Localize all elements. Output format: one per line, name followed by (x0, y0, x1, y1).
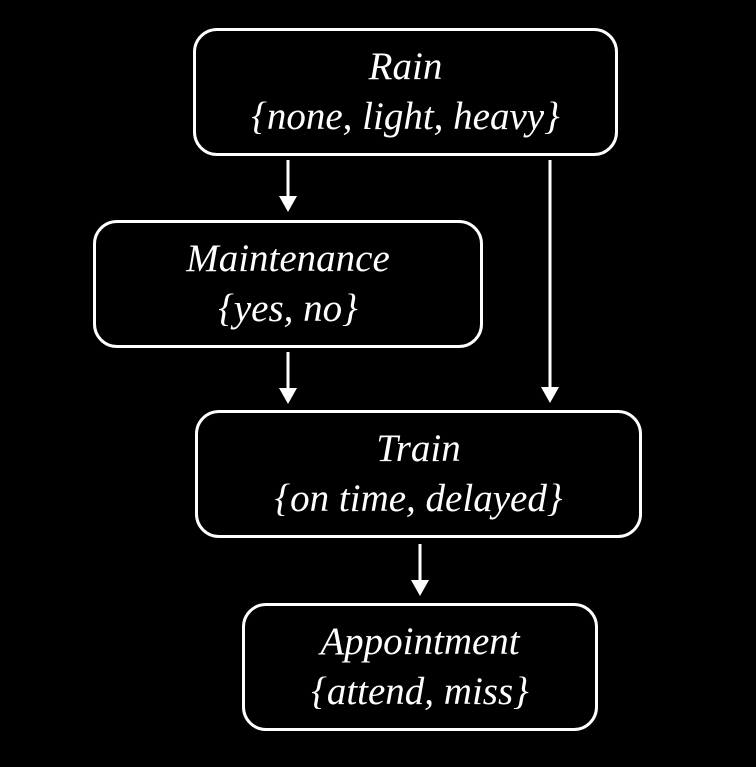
node-appointment-name: Appointment (320, 620, 520, 663)
node-train-values: {on time, delayed} (274, 477, 563, 520)
node-maintenance-name: Maintenance (186, 237, 390, 280)
node-rain: Rain {none, light, heavy} (193, 28, 618, 156)
node-rain-name: Rain (368, 45, 443, 88)
node-train: Train {on time, delayed} (195, 410, 642, 538)
node-appointment-values: {attend, miss} (311, 670, 529, 713)
edge-train-to-appointment (411, 544, 429, 596)
edge-maintenance-to-train (279, 352, 297, 404)
edge-rain-to-train (541, 160, 559, 403)
edge-rain-to-maintenance (279, 160, 297, 212)
node-train-name: Train (376, 427, 461, 470)
arrowhead-icon (279, 196, 297, 212)
node-maintenance-values: {yes, no} (218, 287, 358, 330)
arrowhead-icon (279, 388, 297, 404)
node-appointment: Appointment {attend, miss} (242, 603, 598, 731)
arrowhead-icon (541, 387, 559, 403)
node-maintenance: Maintenance {yes, no} (93, 220, 483, 348)
arrowhead-icon (411, 580, 429, 596)
node-rain-values: {none, light, heavy} (251, 95, 560, 138)
